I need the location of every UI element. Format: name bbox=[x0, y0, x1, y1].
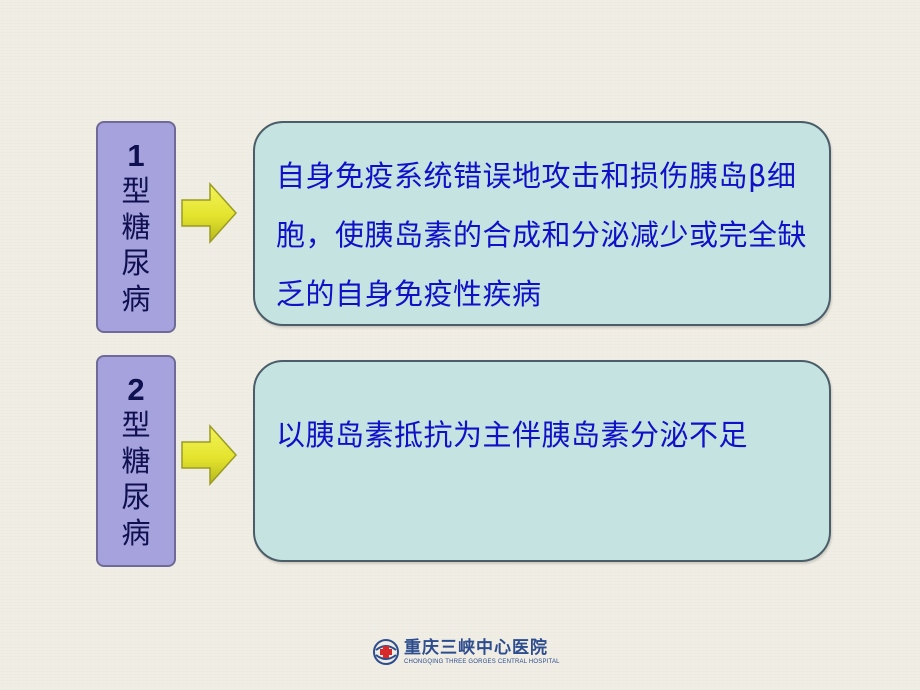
type-1-char-1: 型 bbox=[121, 173, 151, 208]
type-1-char-4: 病 bbox=[121, 281, 151, 316]
type-2-char-1: 型 bbox=[121, 407, 151, 442]
type-2-char-2: 糖 bbox=[121, 443, 151, 478]
type-1-char-3: 尿 bbox=[121, 245, 151, 280]
type-1-number: 1 bbox=[127, 137, 145, 173]
type-2-char-3: 尿 bbox=[121, 479, 151, 514]
type-2-char-4: 病 bbox=[121, 515, 151, 550]
hospital-name: 重庆三峡中心医院 bbox=[404, 637, 548, 658]
type-1-char-2: 糖 bbox=[121, 209, 151, 244]
type-1-description: 自身免疫系统错误地攻击和损伤胰岛β细胞，使胰岛素的合成和分泌减少或完全缺乏的自身… bbox=[276, 159, 808, 311]
hospital-emblem-icon bbox=[373, 639, 399, 665]
type-2-description: 以胰岛素抵抗为主伴胰岛素分泌不足 bbox=[276, 418, 749, 452]
type-1-label: 1 型 糖 尿 病 bbox=[96, 121, 176, 333]
type-1-description-box: 自身免疫系统错误地攻击和损伤胰岛β细胞，使胰岛素的合成和分泌减少或完全缺乏的自身… bbox=[253, 121, 831, 326]
right-arrow-icon bbox=[181, 182, 238, 244]
hospital-logo: 重庆三峡中心医院 CHONGQING THREE GORGES CENTRAL … bbox=[372, 636, 560, 668]
type-2-number: 2 bbox=[127, 371, 145, 407]
hospital-name-en: CHONGQING THREE GORGES CENTRAL HOSPITAL bbox=[404, 658, 560, 665]
type-2-description-box: 以胰岛素抵抗为主伴胰岛素分泌不足 bbox=[253, 360, 831, 562]
right-arrow-icon bbox=[181, 424, 238, 486]
type-2-label: 2 型 糖 尿 病 bbox=[96, 355, 176, 567]
